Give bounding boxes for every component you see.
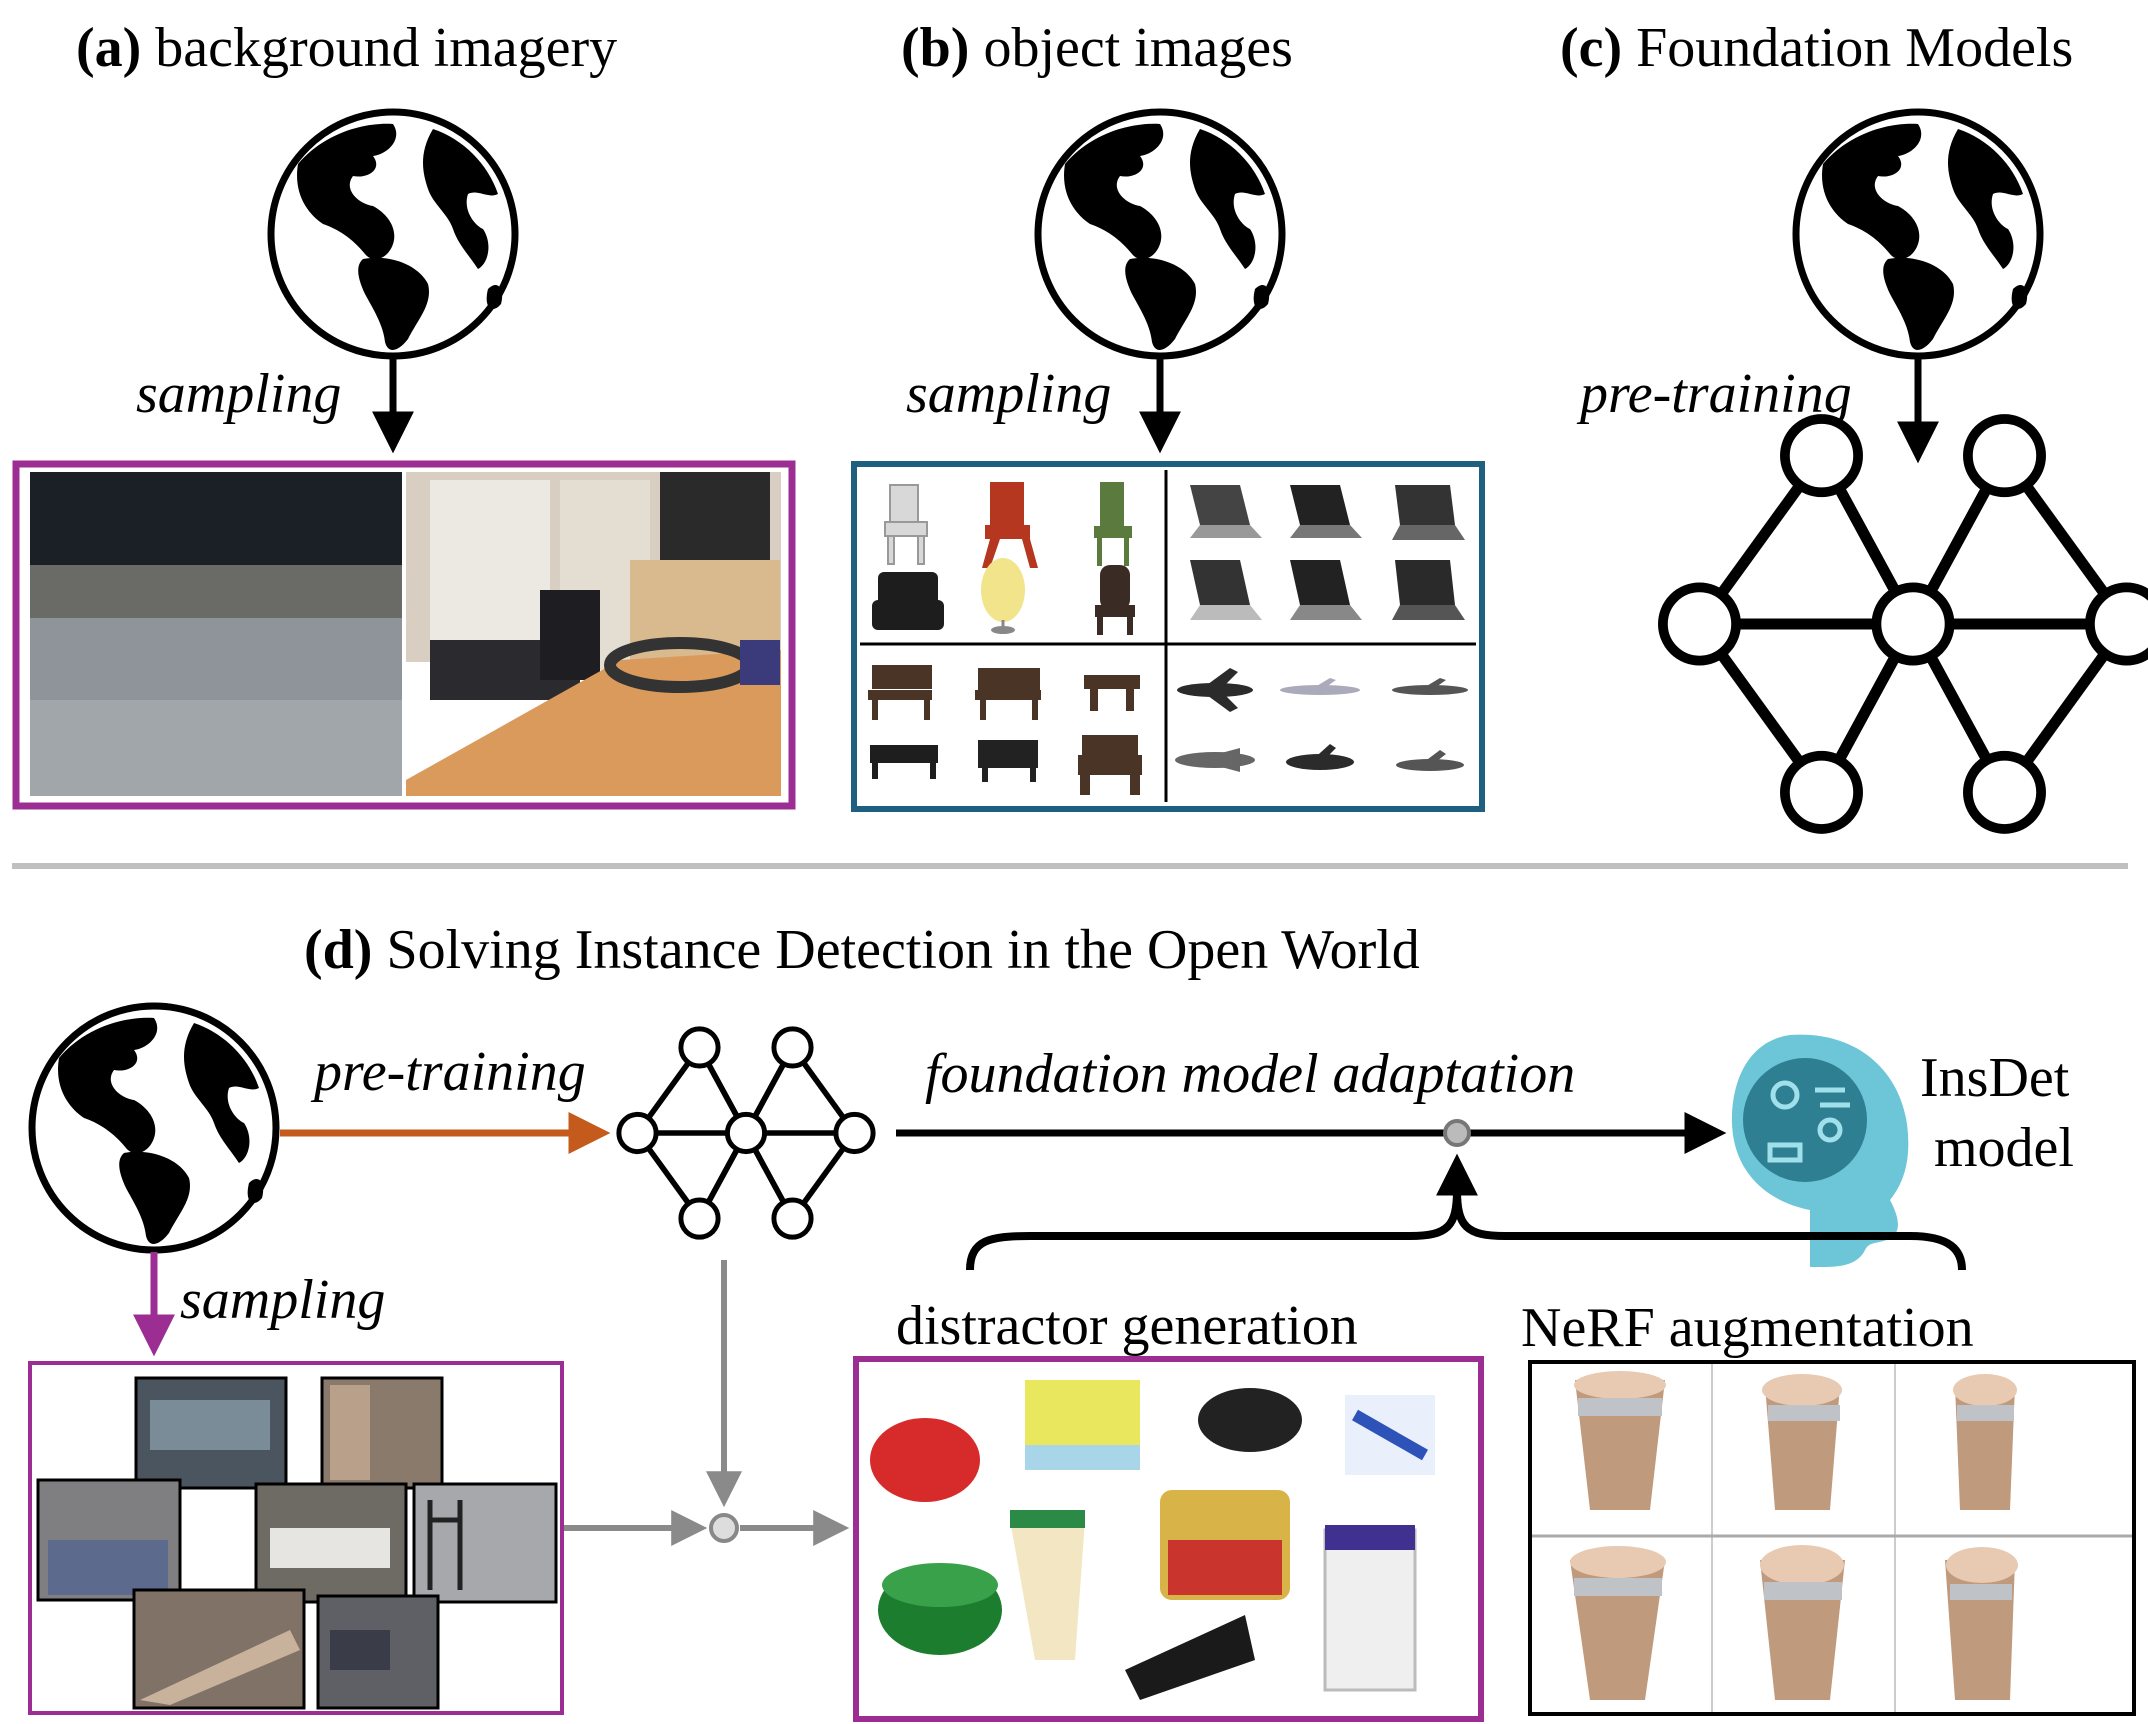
sampling-label: sampling (180, 1269, 385, 1331)
adaptation-label: foundation model adaptation (925, 1043, 1575, 1105)
distractor-objects-box (853, 1356, 1484, 1722)
globe-icon (1796, 112, 2040, 356)
panel-a-title: (a) background imagery (76, 17, 617, 79)
arrow-b-label: sampling (906, 363, 1111, 425)
globe-icon (32, 1006, 276, 1250)
globe-icon (1038, 112, 1282, 356)
globe-icon (271, 112, 515, 356)
output-label-line2: model (1934, 1117, 2074, 1179)
neural-network-icon (1663, 419, 2148, 829)
background-scenes-box (28, 1361, 564, 1715)
object-images-box (851, 461, 1485, 812)
background-imagery-box (12, 460, 796, 810)
panel-c-title: (c) Foundation Models (1560, 17, 2073, 79)
panel-d-title: (d) Solving Instance Detection in the Op… (304, 919, 1420, 981)
distractor-label: distractor generation (896, 1295, 1358, 1357)
neural-network-icon (619, 1029, 873, 1237)
panel-b-title: (b) object images (901, 17, 1293, 79)
output-label-line1: InsDet (1920, 1047, 2070, 1109)
gray-merge-node (709, 1513, 739, 1543)
arrow-a-label: sampling (136, 363, 341, 425)
nerf-views-box (1528, 1360, 2136, 1716)
nerf-label: NeRF augmentation (1521, 1297, 1974, 1359)
arrow-c-label: pre-training (1576, 363, 1852, 425)
pretrain-label: pre-training (310, 1041, 586, 1103)
ai-head-icon (1731, 1034, 1909, 1267)
merge-node (1443, 1119, 1471, 1147)
